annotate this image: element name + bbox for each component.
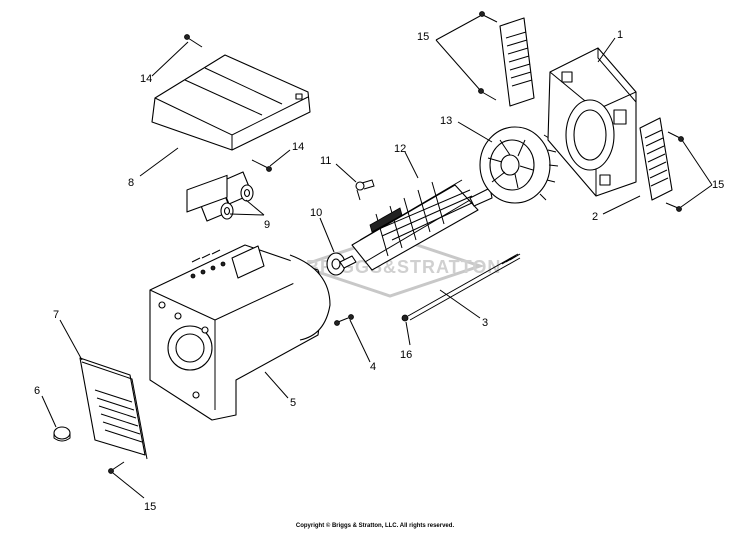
callout-14-side: 14	[292, 141, 304, 153]
part-louver-panel-right	[639, 117, 673, 201]
part-louver-panel-upper	[499, 17, 535, 107]
leader-lines	[41, 15, 713, 499]
part-top-cover	[151, 54, 311, 151]
callout-15-right: 15	[712, 179, 724, 191]
part-nut-bolt	[334, 314, 354, 326]
part-knob	[53, 426, 71, 442]
callout-10: 10	[310, 207, 322, 219]
part-end-bracket	[547, 47, 637, 197]
callout-16: 16	[400, 349, 412, 361]
part-housing	[149, 174, 331, 421]
part-fan	[479, 126, 559, 204]
part-through-bolt	[407, 253, 521, 321]
callout-3: 3	[482, 317, 488, 329]
callout-15-upper: 15	[417, 31, 429, 43]
callout-2: 2	[592, 211, 598, 223]
callout-4: 4	[370, 361, 376, 373]
part-clip	[355, 179, 375, 201]
callout-labels: 1 2 3 4 5 6 7 8 9 10 11 12 13 14 14 15 1…	[34, 29, 724, 513]
part-rotor	[339, 179, 493, 271]
part-bearing	[326, 252, 346, 276]
callout-15-lower: 15	[144, 501, 156, 513]
panel-screw-upper-b	[478, 88, 497, 101]
callout-6: 6	[34, 385, 40, 397]
callout-9: 9	[264, 219, 270, 231]
callout-14-top: 14	[140, 73, 152, 85]
callout-8: 8	[128, 177, 134, 189]
panel-screw-right-a	[667, 131, 684, 142]
panel-screw-right-b	[665, 202, 682, 212]
end-cover-screw	[108, 461, 125, 474]
part-end-cover	[79, 357, 148, 460]
panel-screw-upper-a	[479, 11, 498, 23]
callout-7: 7	[53, 309, 59, 321]
callout-12: 12	[394, 143, 406, 155]
cover-screw-side	[251, 159, 272, 172]
copyright-notice: Copyright © Briggs & Stratton, LLC. All …	[295, 523, 455, 529]
cover-screw-top	[184, 34, 203, 48]
callout-13: 13	[440, 115, 452, 127]
callout-5: 5	[290, 397, 296, 409]
callout-11: 11	[320, 155, 331, 167]
callout-1: 1	[617, 29, 623, 41]
part-bolt-nut	[401, 314, 409, 322]
